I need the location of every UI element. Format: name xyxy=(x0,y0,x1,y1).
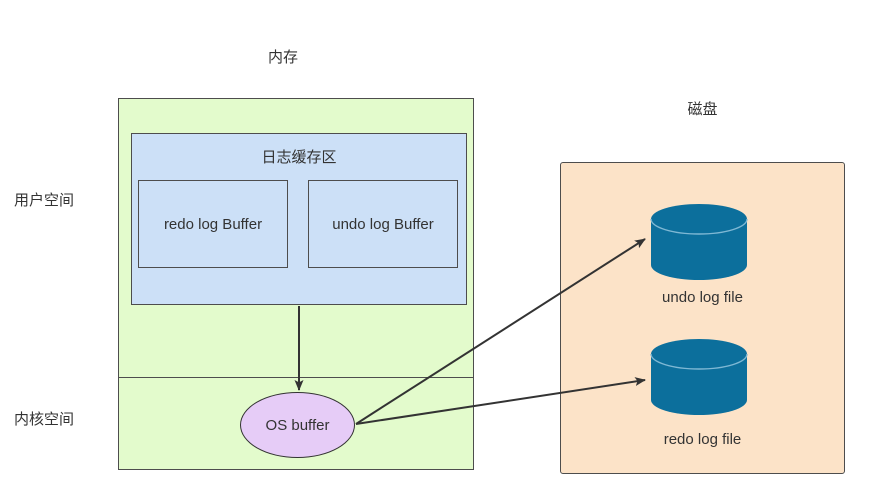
log-buffer-title: 日志缓存区 xyxy=(261,149,337,166)
redo-log-file-label: redo log file xyxy=(663,431,742,448)
undo-log-buffer-label: undo log Buffer xyxy=(332,215,434,233)
os-buffer-label: OS buffer xyxy=(265,416,330,434)
user-kernel-space-divider xyxy=(118,377,474,378)
undo-log-file-label: undo log file xyxy=(662,289,743,306)
undo-log-buffer-box: undo log Buffer xyxy=(308,180,458,268)
redo-log-file-cylinder-icon xyxy=(650,339,748,415)
undo-log-file-cylinder-icon xyxy=(650,204,748,280)
memory-section-title: 内存 xyxy=(267,49,298,66)
os-buffer-node: OS buffer xyxy=(240,392,355,458)
disk-section-title: 磁盘 xyxy=(687,101,718,118)
user-space-label: 用户空间 xyxy=(14,192,75,209)
redo-log-buffer-label: redo log Buffer xyxy=(163,215,263,233)
redo-log-buffer-box: redo log Buffer xyxy=(138,180,288,268)
kernel-space-label: 内核空间 xyxy=(14,411,75,428)
